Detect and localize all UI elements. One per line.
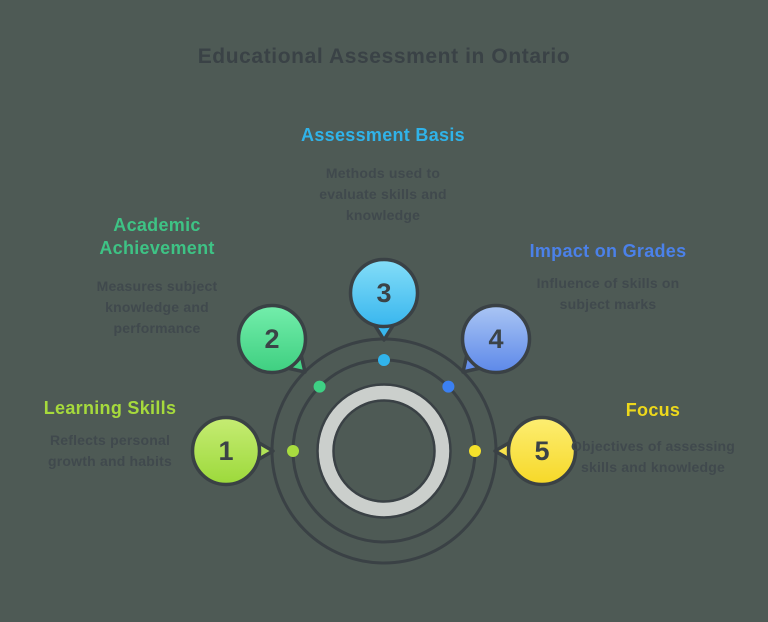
step-4-number: 4 [488,324,503,354]
academic-achievement-description: Measures subject knowledge and performan… [96,278,218,336]
step-2-number: 2 [264,324,279,354]
step-2-balloon: 2 [236,303,308,375]
step-2-balloon-body [236,303,308,375]
step-4-dot [442,380,455,393]
label-block-learning-skills: Learning Skills Reflects personal growth… [25,397,195,472]
step-1-balloon-body [190,415,262,487]
impact-on-grades-heading: Impact on Grades [529,241,687,261]
center-donut-inner-edge [332,399,436,503]
label-block-assessment-basis: Assessment Basis Methods used to evaluat… [298,124,468,226]
label-block-impact-on-grades: Impact on Grades Influence of skills on … [518,240,698,315]
center-donut [318,385,450,517]
step-3-number: 3 [376,278,391,308]
step-5-balloon: 5 [493,415,578,487]
academic-achievement-heading: Academic Achievement [99,215,215,258]
step-5-balloon-body [506,415,578,487]
step-3-balloon-body [348,257,420,329]
step-1-dot [287,445,299,457]
impact-on-grades-description: Influence of skills on subject marks [536,274,680,312]
center-donut-outer-edge [316,383,452,519]
step-1-balloon: 1 [190,415,275,487]
learning-skills-heading: Learning Skills [43,398,177,418]
label-block-academic-achievement: Academic Achievement Measures subject kn… [72,214,242,339]
step-4-balloon-body [460,303,532,375]
page-title: Educational Assessment in Ontario [197,45,571,68]
step-4-balloon: 4 [460,303,532,375]
step-3-balloon: 3 [348,257,420,342]
learning-skills-description: Reflects personal growth and habits [48,431,172,469]
focus-description: Objectives of assessing skills and knowl… [570,437,736,475]
step-1-number: 1 [218,436,233,466]
assessment-basis-heading: Assessment Basis [301,125,465,145]
step-5-dot [469,445,481,457]
step-2-dot [313,380,326,393]
assessment-basis-description: Methods used to evaluate skills and know… [319,164,447,223]
step-3-dot [378,354,390,366]
step-5-number: 5 [534,436,549,466]
focus-heading: Focus [625,400,681,420]
label-block-focus: Focus Objectives of assessing skills and… [563,399,743,478]
